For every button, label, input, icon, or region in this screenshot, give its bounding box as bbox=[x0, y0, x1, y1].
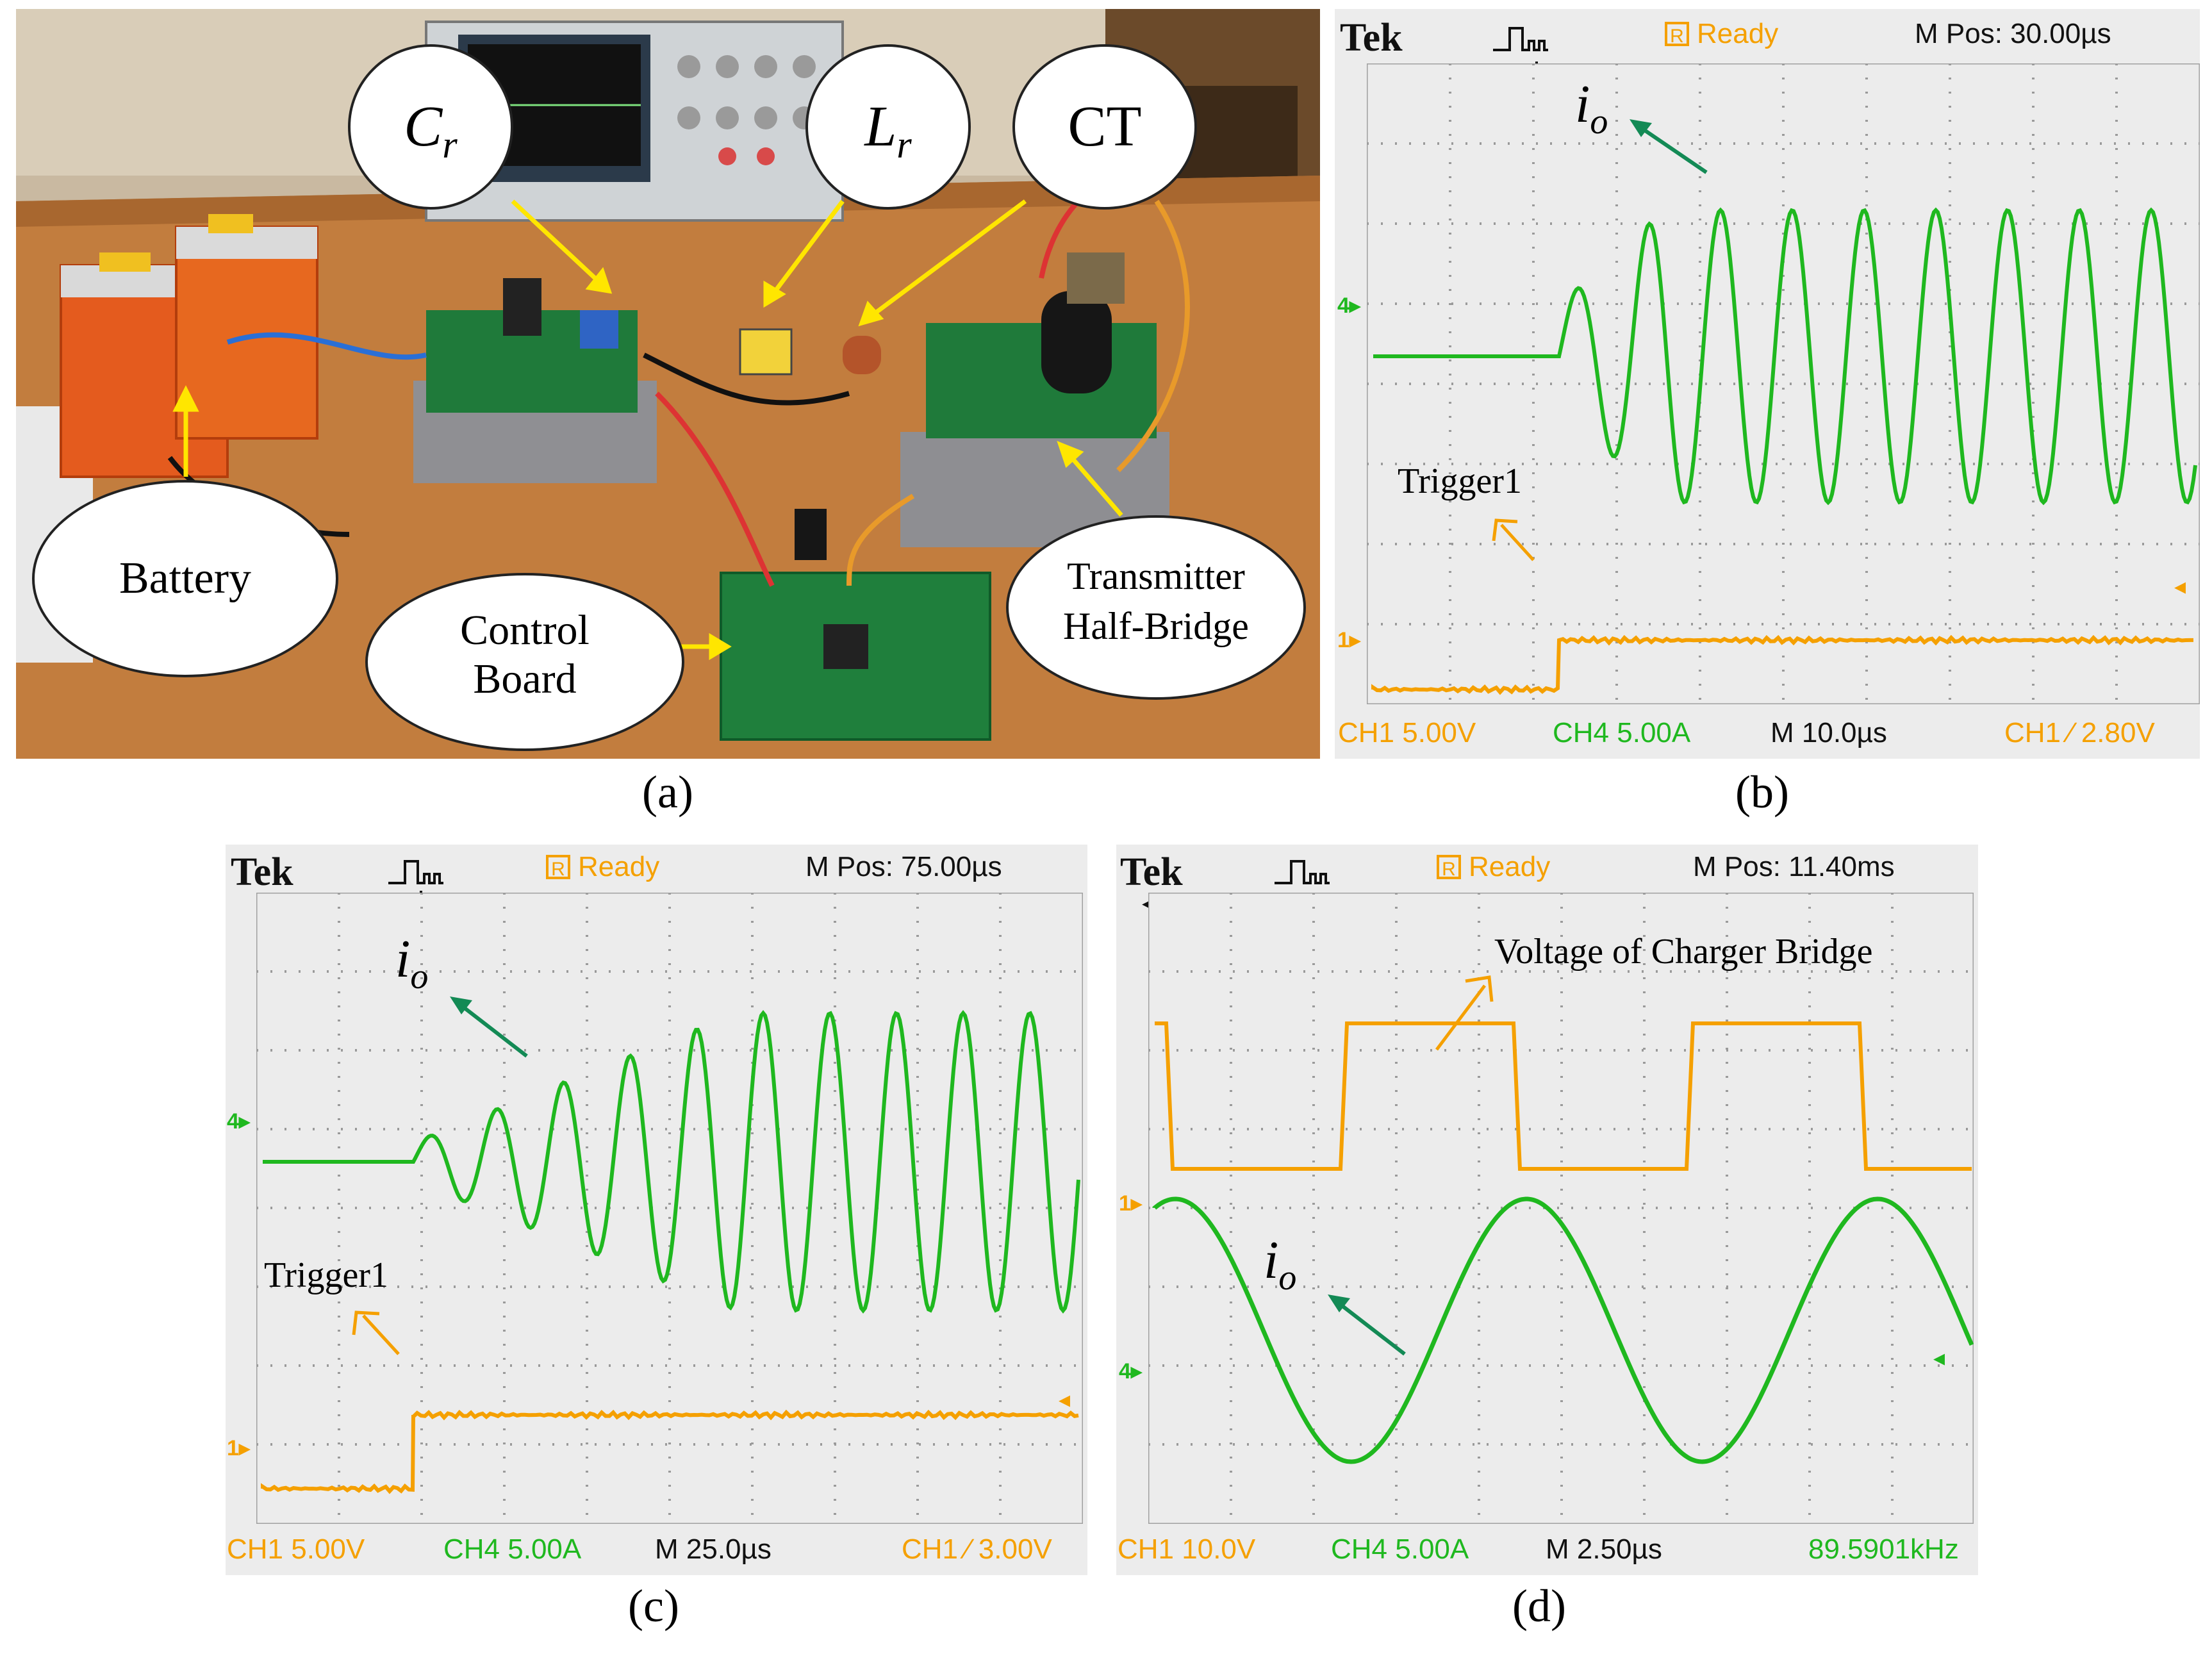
timebase-c: M 25.0µs bbox=[655, 1533, 772, 1565]
ch4-marker-label-d: 4 bbox=[1119, 1359, 1131, 1384]
io-label-main-c: i bbox=[395, 929, 411, 989]
control-board-image bbox=[720, 509, 991, 741]
control-board-line1: Control bbox=[460, 607, 590, 654]
io-label-sub-d: o bbox=[1278, 1257, 1297, 1298]
control-board-line2: Board bbox=[473, 656, 577, 702]
cr-callout-sub: r bbox=[442, 124, 458, 166]
trigger-pulse-icon-b bbox=[1492, 23, 1549, 58]
ready-icon-d: R bbox=[1437, 855, 1461, 880]
cr-board-image bbox=[413, 278, 657, 483]
io-label-d: io bbox=[1264, 1229, 1296, 1298]
ch4-level-marker-d: ◂ bbox=[1933, 1344, 1945, 1371]
ch4-marker-label-b: 4 bbox=[1337, 293, 1349, 318]
timebase-b: M 10.0µs bbox=[1770, 717, 1887, 748]
ready-icon-b: R bbox=[1665, 22, 1689, 47]
lr-inductor-image bbox=[739, 328, 881, 376]
mpos-readout-b: M Pos: 30.00µs bbox=[1915, 18, 2111, 49]
ready-icon-c: R bbox=[546, 855, 570, 880]
ready-status-d: Ready bbox=[1469, 851, 1551, 882]
ch4-scale-d: CH4 5.00A bbox=[1331, 1533, 1469, 1565]
scope-panel-b: Tek R Ready M Pos: 30.00µs 4▸ bbox=[1335, 9, 2200, 759]
transmitter-callout: Transmitter Half-Bridge bbox=[1006, 515, 1306, 700]
panel-b-label: (b) bbox=[1735, 766, 1789, 818]
io-label-c: io bbox=[395, 928, 428, 997]
ch4-trace-d bbox=[1152, 1196, 1974, 1464]
ch1-marker-c: 1▸ bbox=[227, 1436, 250, 1460]
battery-callout-label: Battery bbox=[119, 554, 252, 603]
lr-callout-sub: r bbox=[896, 124, 912, 166]
io-label-main-d: i bbox=[1264, 1230, 1279, 1290]
trigger-setting-b: CH1 ∕ 2.80V bbox=[2004, 717, 2155, 748]
io-label-main-b: i bbox=[1575, 74, 1590, 134]
ch1-scale-c: CH1 5.00V bbox=[227, 1533, 365, 1565]
ch1-marker-d: 1▸ bbox=[1119, 1191, 1142, 1216]
mpos-readout-d: M Pos: 11.40ms bbox=[1693, 851, 1895, 882]
transmitter-line1: Transmitter bbox=[1067, 555, 1245, 597]
io-label-sub-b: o bbox=[1590, 101, 1608, 142]
ch4-trace-b bbox=[1373, 207, 2197, 506]
io-label-sub-c: o bbox=[410, 956, 429, 996]
lr-callout: Lr bbox=[805, 44, 971, 210]
ct-callout-label: CT bbox=[1068, 95, 1142, 158]
ch1-scale-d: CH1 10.0V bbox=[1118, 1533, 1256, 1565]
frequency-readout-d: 89.5901kHz bbox=[1808, 1533, 1959, 1565]
trigger-label-c: Trigger1 bbox=[264, 1255, 388, 1295]
ch1-marker-label-b: 1 bbox=[1337, 628, 1349, 652]
tek-logo-c: Tek bbox=[231, 850, 293, 894]
trigger-pulse-icon-c bbox=[387, 856, 445, 891]
ch4-scale-b: CH4 5.00A bbox=[1553, 717, 1691, 748]
transmitter-line2: Half-Bridge bbox=[1063, 605, 1249, 647]
ch4-marker-d: 4▸ bbox=[1119, 1359, 1142, 1384]
control-board-callout: Control Board bbox=[365, 573, 684, 751]
lr-callout-main: L bbox=[864, 95, 897, 158]
cr-callout-main: C bbox=[404, 95, 443, 158]
bridge-voltage-arrow-d bbox=[1435, 975, 1494, 1051]
io-arrow-b bbox=[1630, 119, 1708, 174]
scope-screen-b bbox=[1367, 63, 2200, 704]
scope-screen-d bbox=[1148, 893, 1974, 1524]
ch1-marker-label-c: 1 bbox=[227, 1436, 239, 1460]
scope-panel-d: Tek ◂ R Ready M Pos: 11.40ms 1▸ bbox=[1116, 845, 1978, 1575]
io-arrow-c bbox=[450, 996, 528, 1058]
panel-a-label: (a) bbox=[642, 766, 693, 818]
experimental-setup-photo: Cr Lr CT Battery Control Board Transmitt… bbox=[16, 9, 1320, 759]
ch4-marker-label-c: 4 bbox=[227, 1109, 239, 1134]
ct-callout: CT bbox=[1012, 44, 1197, 210]
trigger-label-b: Trigger1 bbox=[1398, 461, 1522, 501]
trigger-pulse-icon-d bbox=[1273, 856, 1331, 891]
io-label-b: io bbox=[1575, 73, 1608, 142]
panel-d-label: (d) bbox=[1512, 1580, 1566, 1632]
panel-c-label: (c) bbox=[628, 1580, 679, 1632]
ch4-marker-b: 4▸ bbox=[1337, 293, 1360, 318]
trigger-setting-c: CH1 ∕ 3.00V bbox=[902, 1533, 1052, 1565]
timebase-d: M 2.50µs bbox=[1546, 1533, 1662, 1565]
scope-panel-c: Tek R Ready M Pos: 75.00µs 4▸ bbox=[226, 845, 1087, 1575]
battery-callout: Battery bbox=[32, 480, 338, 677]
tek-logo-d: Tek bbox=[1120, 850, 1183, 894]
ch1-trace-b bbox=[1371, 634, 2193, 695]
trigger-level-marker-b: ◂ bbox=[2174, 573, 2186, 599]
bridge-voltage-label-d: Voltage of Charger Bridge bbox=[1494, 932, 1873, 971]
battery-image bbox=[60, 214, 318, 478]
ch1-marker-b: 1▸ bbox=[1337, 628, 1360, 652]
cr-callout: Cr bbox=[348, 44, 513, 210]
scope-screen-c bbox=[256, 893, 1083, 1524]
ch4-trace-c bbox=[263, 1010, 1080, 1314]
tek-logo-b: Tek bbox=[1340, 16, 1403, 60]
ch4-scale-c: CH4 5.00A bbox=[443, 1533, 582, 1565]
io-arrow-d bbox=[1328, 1294, 1406, 1356]
trigger-arrow-c bbox=[352, 1310, 400, 1355]
mpos-readout-c: M Pos: 75.00µs bbox=[805, 851, 1002, 882]
trigger-level-marker-c: ◂ bbox=[1059, 1386, 1071, 1412]
ready-status-c: Ready bbox=[578, 851, 660, 882]
trigger-arrow-b bbox=[1492, 518, 1535, 561]
ch1-scale-b: CH1 5.00V bbox=[1338, 717, 1476, 748]
ch1-trace-c bbox=[261, 1409, 1079, 1494]
ch1-trace-d bbox=[1155, 1021, 1972, 1171]
ready-status-b: Ready bbox=[1697, 18, 1779, 49]
ch1-marker-label-d: 1 bbox=[1119, 1191, 1131, 1216]
ch4-marker-c: 4▸ bbox=[227, 1109, 250, 1134]
